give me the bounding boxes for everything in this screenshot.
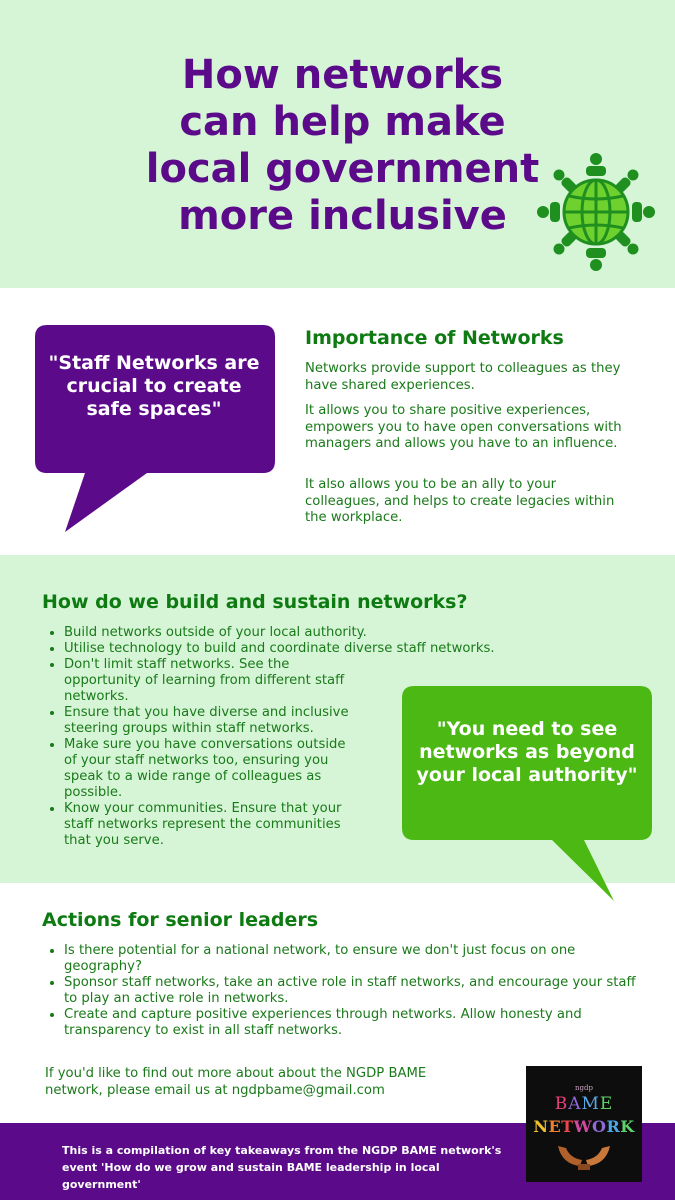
list-item: Don't limit staff networks. See the oppo… — [64, 657, 354, 705]
build-list: Build networks outside of your local aut… — [42, 625, 544, 849]
title-line: can help make — [179, 99, 506, 145]
list-item: Is there potential for a national networ… — [64, 943, 644, 975]
title-line: How networks — [181, 52, 504, 98]
staff-networks-quote: "Staff Networks are crucial to create sa… — [48, 352, 260, 420]
actions-list: Is there potential for a national networ… — [42, 943, 644, 1039]
list-item: Sponsor staff networks, take an active r… — [64, 975, 644, 1007]
footer-text: This is a compilation of key takeaways f… — [62, 1144, 502, 1191]
list-item: Know your communities. Ensure that your … — [64, 801, 354, 849]
actions-heading: Actions for senior leaders — [42, 909, 319, 931]
list-item: Make sure you have conversations outside… — [64, 737, 362, 801]
header-band: How networks can help make local governm… — [0, 0, 675, 288]
quote-bubble-purple — [35, 325, 275, 532]
list-item: Utilise technology to build and coordina… — [64, 641, 544, 657]
importance-heading: Importance of Networks — [305, 327, 564, 349]
quote-bubble-green — [402, 686, 652, 901]
logo-bame-text: BAME — [554, 1094, 614, 1114]
bame-network-logo: ngdp BAME NETWORK — [526, 1066, 642, 1182]
importance-paragraph: It allows you to share positive experien… — [305, 403, 622, 451]
importance-paragraph: It also allows you to be an ally to your… — [305, 477, 615, 525]
list-item: Build networks outside of your local aut… — [64, 625, 544, 641]
contact-text: If you'd like to find out more about abo… — [45, 1066, 427, 1098]
build-heading: How do we build and sustain networks? — [42, 591, 468, 613]
globe-network-icon — [534, 150, 658, 274]
hands-icon — [558, 1146, 610, 1170]
logo-ngdp-text: ngdp — [575, 1084, 593, 1092]
list-item: Create and capture positive experiences … — [64, 1007, 644, 1039]
importance-paragraph: Networks provide support to colleagues a… — [305, 361, 621, 393]
list-item: Ensure that you have diverse and inclusi… — [64, 705, 362, 737]
page-title: How networks can help make local governm… — [110, 52, 575, 240]
title-line: local government — [145, 146, 540, 192]
logo-network-text: NETWORK — [533, 1117, 635, 1136]
title-line: more inclusive — [178, 193, 507, 239]
beyond-authority-quote: "You need to see networks as beyond your… — [416, 718, 638, 786]
